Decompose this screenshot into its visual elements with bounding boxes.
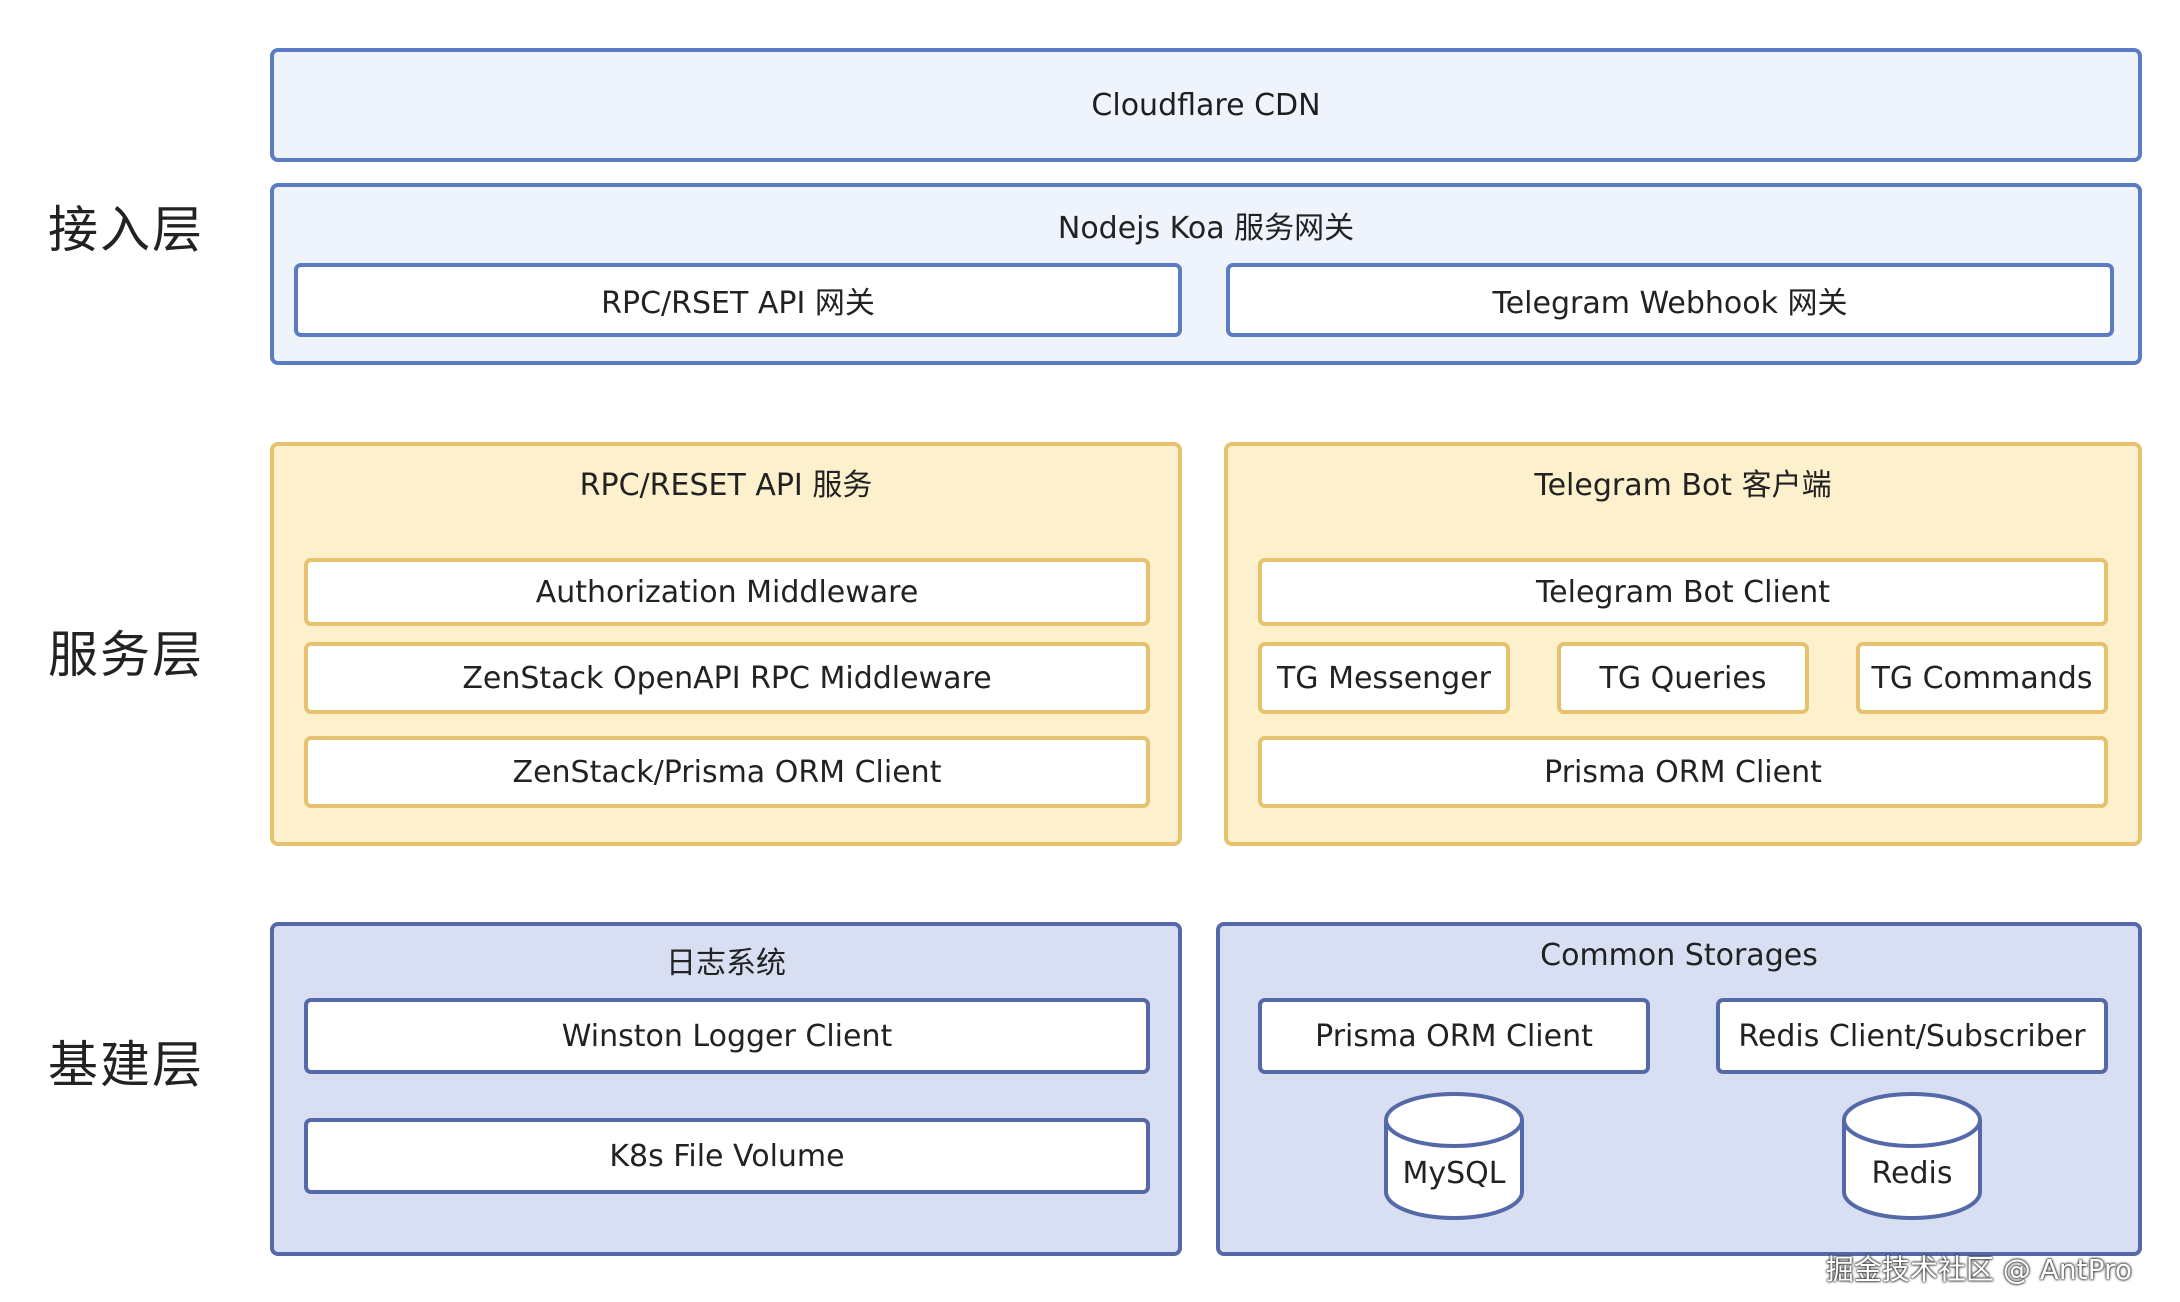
rpc-service-title: RPC/RESET API 服务	[579, 468, 873, 503]
mysql-label: MySQL	[1402, 1156, 1506, 1191]
cdn-box: Cloudflare CDN	[270, 48, 2142, 162]
rpc-service-box: RPC/RESET API 服务 Authorization Middlewar…	[270, 442, 1182, 846]
layer-label-infra: 基建层	[48, 1036, 204, 1094]
layer-label-service: 服务层	[48, 626, 204, 684]
watermark: 掘金技术社区 @ AntPro	[1825, 1253, 2132, 1286]
storage-prisma-orm-box: Prisma ORM Client	[1258, 998, 1650, 1074]
layer-label-access: 接入层	[48, 201, 204, 259]
k8s-volume-box: K8s File Volume	[304, 1118, 1150, 1194]
redis-label: Redis	[1871, 1156, 1953, 1191]
tg-bot-client-box: Telegram Bot Client	[1258, 558, 2108, 626]
cdn-label: Cloudflare CDN	[1091, 87, 1321, 123]
tg-service-title: Telegram Bot 客户端	[1534, 468, 1832, 503]
tg-commands-box: TG Commands	[1856, 642, 2108, 714]
common-storages-box: Common Storages Prisma ORM Client Redis …	[1216, 922, 2142, 1256]
webhook-gateway-box: Telegram Webhook 网关	[1226, 263, 2114, 337]
tg-queries-box: TG Queries	[1557, 642, 1809, 714]
tg-service-box: Telegram Bot 客户端 Telegram Bot Client TG …	[1224, 442, 2142, 846]
tg-messenger-box: TG Messenger	[1258, 642, 1510, 714]
tg-prisma-orm-box: Prisma ORM Client	[1258, 736, 2108, 808]
mysql-database-icon: MySQL	[1382, 1090, 1526, 1222]
gateway-box: Nodejs Koa 服务网关 RPC/RSET API 网关 Telegram…	[270, 183, 2142, 365]
redis-client-box: Redis Client/Subscriber	[1716, 998, 2108, 1074]
common-storages-title: Common Storages	[1540, 938, 1818, 973]
zenstack-orm-box: ZenStack/Prisma ORM Client	[304, 736, 1150, 808]
rpc-gateway-box: RPC/RSET API 网关	[294, 263, 1182, 337]
redis-database-icon: Redis	[1840, 1090, 1984, 1222]
log-system-title: 日志系统	[666, 946, 786, 981]
log-system-box: 日志系统 Winston Logger Client K8s File Volu…	[270, 922, 1182, 1256]
winston-logger-box: Winston Logger Client	[304, 998, 1150, 1074]
gateway-title: Nodejs Koa 服务网关	[1057, 211, 1355, 246]
auth-middleware-box: Authorization Middleware	[304, 558, 1150, 626]
zenstack-rpc-box: ZenStack OpenAPI RPC Middleware	[304, 642, 1150, 714]
